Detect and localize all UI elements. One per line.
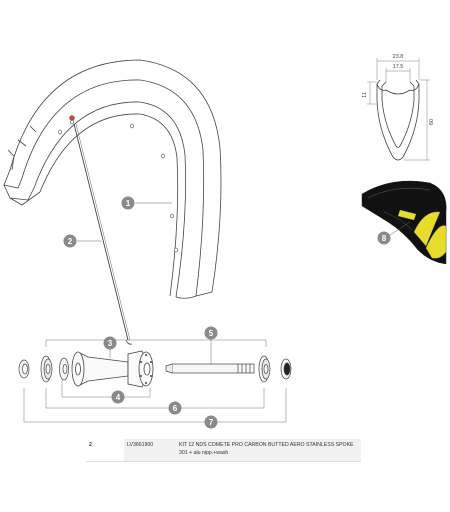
callout-7-badge: [204, 415, 218, 429]
left-inner-bearing: [59, 357, 69, 381]
hub-left-flange-bore: [75, 362, 81, 376]
part-reference-cell: LV3661900: [124, 439, 176, 462]
callout-1-badge: [121, 196, 135, 210]
callout-5-label: 5: [209, 329, 214, 338]
callout-5[interactable]: 5: [204, 326, 218, 365]
end-cap-inner: [22, 363, 28, 375]
rim-inner-edge: [21, 79, 205, 297]
spoke-shaft: [73, 123, 129, 341]
rim-cut-end: [3, 169, 41, 206]
callout-8[interactable]: 8: [377, 221, 411, 245]
spoke-hole: [170, 213, 174, 219]
callout-2[interactable]: 2: [63, 234, 102, 248]
rim-profile-inner: [381, 86, 415, 148]
flange-hole: [145, 382, 147, 384]
dim-height-label: 60: [429, 119, 435, 125]
hub-brackets: [23, 339, 287, 423]
callout-3-badge: [103, 336, 117, 350]
hub-right-flange-bore: [143, 362, 151, 376]
callout-8-label: 8: [382, 234, 387, 243]
spoke-holes: [58, 119, 178, 253]
flange-hole: [140, 375, 142, 377]
callout-3-label: 3: [108, 339, 113, 348]
spoke-shaft-outline: [75, 123, 131, 341]
flange-hole: [150, 375, 152, 377]
right-bearing: [258, 355, 271, 383]
rim-tape-outer: [413, 211, 441, 247]
callout-4[interactable]: 4: [111, 390, 125, 404]
spoke-hole: [174, 247, 178, 253]
rim-bottom-edge: [175, 291, 213, 299]
spoke-hole: [161, 153, 165, 159]
hub-shell: [77, 351, 129, 387]
callout-8-leader: [389, 221, 411, 236]
bracket-bearing-set: [61, 380, 151, 398]
hub-spoke-holes: [140, 354, 152, 384]
tire-tape-drawing: [361, 180, 447, 265]
rim-outer-edge: [9, 59, 222, 293]
part-description-cell: KIT 12 NDS COMETE PRO CARBON BUTTED AERO…: [176, 439, 361, 462]
table-row: 2 LV3661900 KIT 12 NDS COMETE PRO CARBON…: [86, 439, 361, 462]
callout-1[interactable]: 1: [121, 196, 173, 210]
callout-4-badge: [111, 390, 125, 404]
bracket-hub-complete: [23, 388, 287, 423]
callout-3[interactable]: 3: [103, 336, 117, 359]
rim-drawing: [3, 59, 222, 299]
flange-hole: [150, 361, 152, 363]
spoke-hole: [130, 123, 134, 129]
rim-profile-drawing: [376, 79, 420, 161]
end-cap-inner: [283, 362, 291, 376]
hub-body-drawing: [71, 350, 154, 388]
callout-2-badge: [63, 234, 77, 248]
bearing-bore: [263, 364, 269, 374]
callout-6-label: 6: [173, 404, 178, 413]
callout-5-badge: [204, 326, 218, 340]
callout-6[interactable]: 6: [168, 401, 182, 415]
callout-8-badge: [377, 231, 391, 245]
axle-drawing: [165, 363, 255, 374]
dim-outer-width-label: 23.8: [393, 54, 404, 60]
rim-profile-hooks: [376, 79, 420, 87]
callout-4-label: 4: [116, 393, 121, 402]
part-number-cell: 2: [86, 439, 124, 462]
axle-right-thread: [237, 364, 251, 373]
rim-profile-outline: [376, 84, 420, 161]
rim-tape-inner: [425, 225, 447, 259]
callout-2-label: 2: [68, 237, 73, 246]
axle-left-thread: [165, 363, 173, 374]
callout-7[interactable]: 7: [204, 415, 218, 429]
tire-tread-highlight: [367, 187, 431, 199]
left-end-cap: [18, 359, 30, 379]
callout-6-badge: [168, 401, 182, 415]
rim-brake-track: [33, 101, 186, 298]
flange-hole: [140, 361, 142, 363]
spoke-hole: [58, 129, 62, 135]
dim-hook-label: 11: [362, 92, 368, 98]
callout-7-label: 7: [209, 418, 214, 427]
rim-profile-bed: [376, 83, 420, 95]
rim-tape-strip: [397, 209, 417, 221]
rim-cut-face: [7, 125, 37, 171]
bearing-bore: [45, 364, 51, 374]
nipple-marker: [69, 115, 75, 121]
rim-inner-lip: [39, 113, 179, 297]
rim-profile-dimensions: [367, 58, 430, 161]
right-end-cap: [280, 358, 292, 380]
flange-hole: [145, 354, 147, 356]
spoke-drawing: [73, 123, 133, 345]
bracket-axle-assembly: [45, 388, 265, 409]
left-bearing: [40, 355, 53, 383]
parts-table: 2 LV3661900 KIT 12 NDS COMETE PRO CARBON…: [86, 439, 361, 462]
spoke-head: [125, 339, 133, 345]
callout-1-label: 1: [126, 199, 131, 208]
bracket-hub-assembly: [45, 339, 267, 347]
bearing-bore: [62, 364, 68, 374]
tire-sidewall-left: [383, 211, 413, 231]
dim-inner-width-label: 17.5: [393, 64, 404, 70]
